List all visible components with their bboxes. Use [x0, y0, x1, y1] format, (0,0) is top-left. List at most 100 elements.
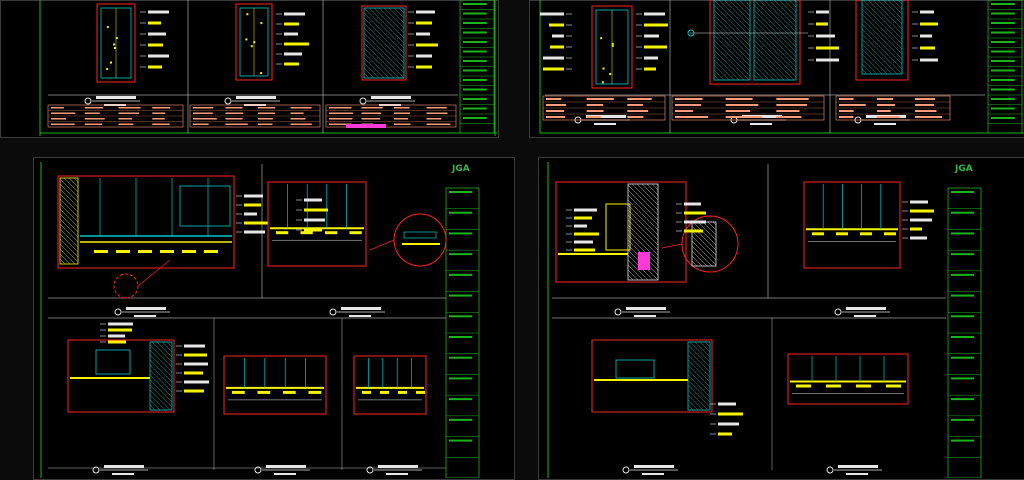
annotation-text [550, 45, 564, 49]
title-block-text [449, 315, 473, 318]
annotation-text [184, 353, 207, 357]
table-text [675, 98, 703, 100]
dim-text [138, 250, 152, 253]
annotation-text [304, 208, 328, 212]
hatch-line [59, 203, 79, 223]
hatch-line [363, 7, 405, 49]
section-callout-icon [826, 466, 834, 474]
annotation-text [148, 21, 161, 25]
hatch-line [149, 379, 173, 403]
hatch-line [713, 0, 751, 37]
hatch-line [149, 404, 156, 411]
annotation-text [718, 412, 743, 416]
hatch-line [758, 0, 797, 38]
table-text [546, 116, 566, 118]
table-text [193, 123, 209, 125]
hatch-line [363, 32, 405, 74]
hatch-line [627, 264, 644, 281]
table-text [225, 112, 244, 114]
table-text [152, 118, 165, 120]
annotation-text [684, 220, 706, 224]
hatch-line [59, 213, 79, 233]
annotation-text [244, 230, 265, 234]
table-text [627, 98, 652, 100]
fixing-point [260, 72, 263, 75]
hatch-line [687, 399, 699, 411]
title-block-logo-icon: JGA [955, 164, 973, 174]
table-text [118, 123, 134, 125]
title-block-text [449, 356, 473, 359]
section-callout-icon [84, 97, 92, 105]
annotation-text [644, 23, 668, 27]
hatch-line [713, 9, 751, 47]
title-block-text [991, 98, 1015, 100]
annotation-text [108, 328, 132, 332]
caption-scale [642, 473, 664, 475]
table-text [915, 98, 935, 100]
caption-scale [274, 473, 296, 475]
annotation-text [574, 216, 592, 220]
hatch-line [627, 184, 659, 216]
title-block-text [449, 211, 473, 214]
hatch-line [398, 7, 405, 14]
annotation-text [920, 34, 932, 38]
hatch-line [687, 394, 704, 411]
elevation-frame [235, 3, 273, 81]
annotation-text [920, 10, 934, 14]
hatch-line [651, 183, 659, 191]
title-block-text [463, 31, 487, 34]
hatch-line [68, 177, 79, 188]
dim-text [283, 390, 296, 394]
table-text [51, 118, 67, 120]
annotation-text [920, 58, 938, 62]
hatch-line [753, 0, 797, 43]
table-text [84, 107, 103, 109]
hatch-line [691, 260, 698, 267]
dim-text [856, 384, 871, 388]
hatch-line [646, 183, 659, 196]
hatch-line [861, 23, 903, 65]
table-text [915, 110, 937, 112]
table-text [394, 123, 411, 125]
annotation-text [244, 194, 263, 198]
annotation-text [244, 203, 261, 207]
hatch-line [687, 364, 711, 388]
dim-text [94, 250, 108, 253]
fixing-point [601, 81, 604, 84]
hatch-line [704, 341, 711, 348]
hatch-line [723, 0, 751, 27]
title-block-text [463, 3, 487, 5]
dim-text [300, 231, 313, 235]
caption-text [634, 465, 674, 468]
hatch-line [59, 183, 79, 203]
title-block-text [449, 253, 473, 256]
caption-text [266, 465, 306, 468]
table-text [839, 104, 866, 106]
hatch-line [861, 38, 898, 75]
hatched-wall [149, 341, 173, 411]
title-block-text [991, 3, 1015, 5]
annotation-text [284, 22, 299, 26]
hatch-line [753, 24, 797, 68]
title-block-text [951, 294, 975, 297]
table-text [51, 123, 75, 125]
table-text [776, 116, 802, 118]
table-text [329, 107, 352, 109]
annotation-text [304, 198, 322, 202]
fixing-point [245, 38, 248, 41]
title-block-text [951, 336, 975, 338]
hatch-line [773, 0, 797, 23]
annotation-text [644, 67, 656, 71]
elevation-frame [591, 5, 633, 89]
title-block-text [449, 439, 473, 442]
hatch-line [691, 235, 717, 261]
title-block-text [463, 107, 487, 110]
table-text [586, 104, 604, 106]
hatch-line [713, 44, 750, 81]
fixing-point [115, 37, 118, 40]
bulkhead [179, 185, 231, 227]
annotation-text [684, 211, 706, 215]
caption-text [104, 465, 144, 468]
hatch-line [149, 369, 173, 393]
hatch-line [753, 29, 797, 73]
